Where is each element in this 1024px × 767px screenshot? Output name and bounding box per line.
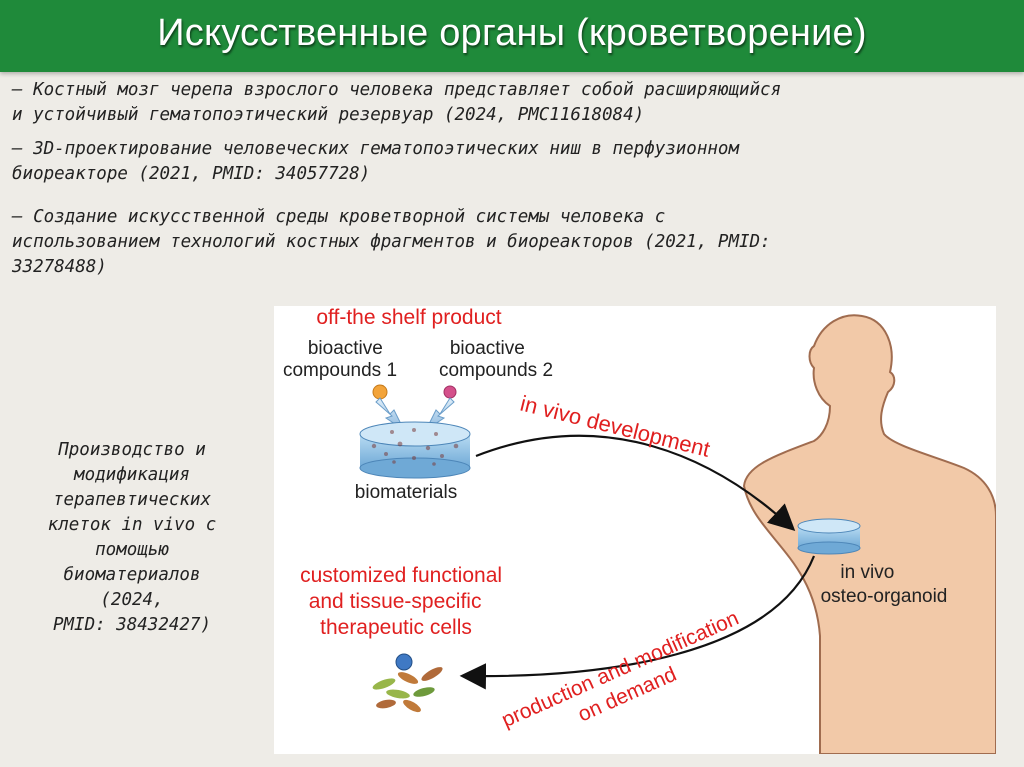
off-shelf-label: off-the shelf product: [316, 306, 501, 329]
compounds-2-line-1: bioactive: [450, 338, 525, 359]
development-arrow: [475, 434, 796, 531]
compound-2-dot: [443, 385, 457, 399]
side-caption-line: Производство и: [58, 440, 206, 460]
compounds-1-line-2: compounds 1: [283, 360, 397, 381]
organoid-line-1: in vivo: [840, 562, 894, 583]
compounds-2-label: bioactive compounds 2: [439, 338, 553, 381]
human-body-silhouette: [742, 314, 996, 754]
organoid-label: in vivo osteo-organoid: [821, 562, 948, 607]
production-arrow: [459, 555, 816, 690]
biomaterials-label: biomaterials: [355, 482, 457, 503]
bullet-1: – Костный мозг черепа взрослого человека…: [12, 78, 1012, 128]
therapeutic-cells-cluster: [372, 653, 443, 713]
customized-cells-label: customized functional and tissue-specifi…: [300, 564, 508, 639]
bullet-3-line-2: использованием технологий костных фрагме…: [12, 232, 771, 252]
customized-line-1: customized functional: [300, 564, 502, 587]
bullet-list: – Костный мозг черепа взрослого человека…: [12, 78, 1012, 289]
side-caption-line: модификация: [74, 465, 190, 485]
bullet-1-line-2: и устойчивый гематопоэтический резервуар…: [12, 105, 645, 125]
bullet-3: – Создание искусственной среды кроветвор…: [12, 205, 1012, 280]
bullet-1-line-1: – Костный мозг черепа взрослого человека…: [12, 80, 782, 100]
side-caption-line: терапевтических: [52, 490, 212, 510]
side-caption-line: клеток in vivo с: [47, 515, 217, 535]
compounds-2-line-2: compounds 2: [439, 360, 553, 381]
in-vivo-development-label: in vivo development: [518, 391, 713, 462]
compound-1-arrow: [375, 397, 406, 432]
organoid-figure: off-the shelf product bioactive compound…: [274, 306, 996, 754]
biomaterial-scaffold: [359, 421, 471, 479]
compound-2-arrow: [424, 397, 455, 432]
bullet-2-line-1: – 3D-проектирование человеческих гематоп…: [12, 139, 739, 159]
title-bar: Искусственные органы (кроветворение): [0, 0, 1024, 72]
side-caption: Производство и модификация терапевтическ…: [12, 438, 252, 638]
figure-svg: off-the shelf product bioactive compound…: [283, 306, 996, 754]
customized-line-2: and tissue-specific: [309, 590, 482, 613]
slide-title: Искусственные органы (кроветворение): [157, 12, 867, 54]
production-label: production and modification on demand: [498, 604, 758, 754]
side-caption-line: PMID: 38432427): [52, 615, 212, 635]
customized-line-3: therapeutic cells: [320, 616, 472, 639]
side-caption-line: помощью: [95, 540, 169, 560]
side-caption-line: биоматериалов: [63, 565, 201, 585]
bullet-2: – 3D-проектирование человеческих гематоп…: [12, 137, 1012, 187]
side-caption-line: (2024,: [100, 590, 164, 610]
organoid-line-2: osteo-organoid: [821, 586, 948, 607]
compounds-1-line-1: bioactive: [308, 338, 383, 359]
bullet-3-line-1: – Создание искусственной среды кроветвор…: [12, 207, 666, 227]
compounds-1-label: bioactive compounds 1: [283, 338, 397, 381]
implanted-organoid: [797, 518, 861, 555]
bullet-2-line-2: биореакторе (2021, PMID: 34057728): [12, 164, 371, 184]
compound-1-dot: [372, 384, 388, 400]
production-line-1: production and modification: [498, 607, 742, 732]
bullet-3-line-3: 33278488): [12, 257, 107, 277]
